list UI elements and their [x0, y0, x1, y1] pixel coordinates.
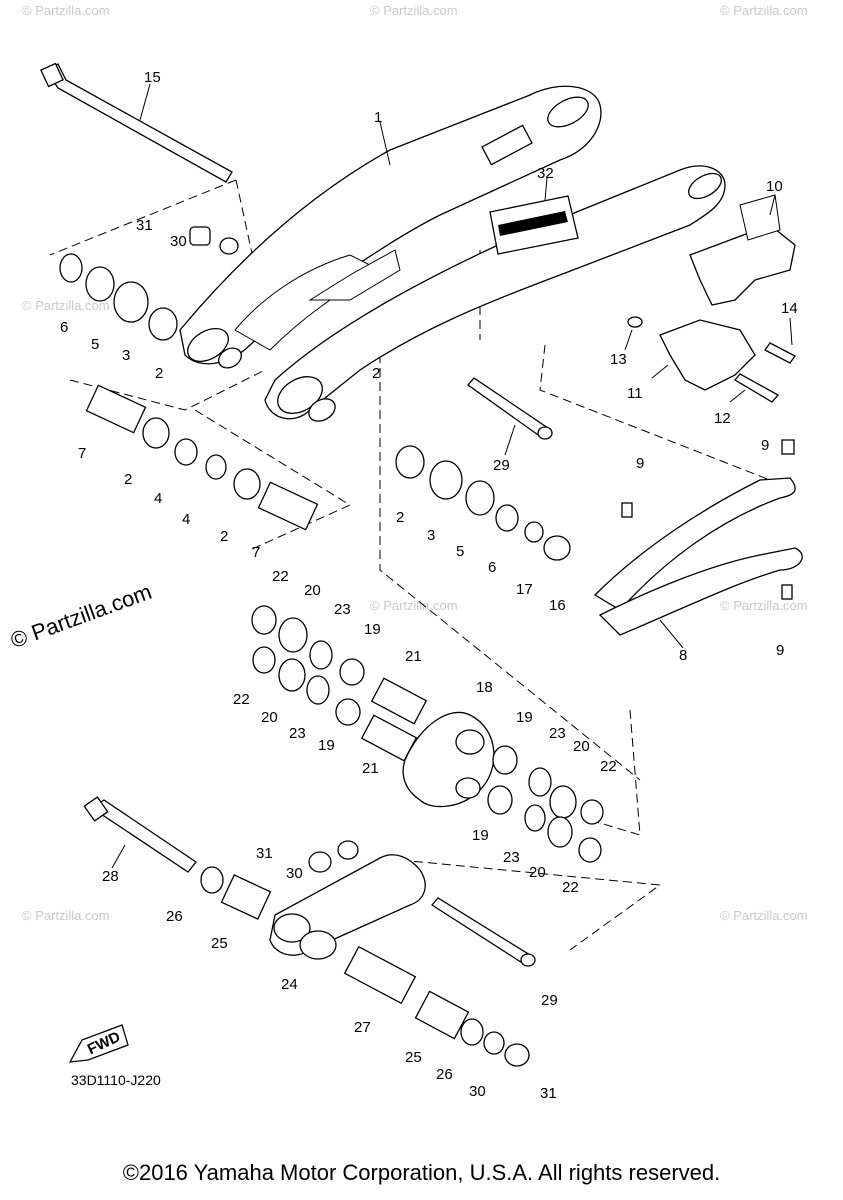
callout-2: 2 — [220, 528, 228, 545]
callout-12: 12 — [714, 410, 731, 427]
callout-6: 6 — [488, 559, 496, 576]
callout-22: 22 — [562, 879, 579, 896]
callout-30: 30 — [469, 1083, 486, 1100]
callout-31: 31 — [540, 1085, 557, 1102]
connecting-rod-hardware — [200, 840, 536, 1067]
callout-14: 14 — [781, 300, 798, 317]
swingarm-pivot-hardware-right — [395, 445, 571, 561]
callout-26: 26 — [166, 908, 183, 925]
callout-19: 19 — [318, 737, 335, 754]
watermark-text: © Partzilla.com — [720, 908, 808, 923]
callout-5: 5 — [456, 543, 464, 560]
callout-4: 4 — [182, 511, 190, 528]
watermark-text: © Partzilla.com — [22, 908, 110, 923]
callout-31: 31 — [256, 845, 273, 862]
callout-16: 16 — [549, 597, 566, 614]
callout-22: 22 — [600, 758, 617, 775]
part-29-bolt — [467, 377, 553, 456]
watermark-text: © Partzilla.com — [370, 3, 458, 18]
callout-5: 5 — [91, 336, 99, 353]
relay-arm-hardware — [251, 605, 604, 863]
part-11-chain-guide-bracket — [651, 319, 756, 391]
callout-31: 31 — [136, 217, 153, 234]
part-28-bolt — [83, 796, 197, 873]
part-12-bolt — [729, 373, 780, 403]
callout-30: 30 — [286, 865, 303, 882]
callout-23: 23 — [289, 725, 306, 742]
part-13-collar — [624, 316, 643, 351]
callout-labels: 1 2 2 2 2 2 3 3 4 4 5 5 6 6 7 7 8 9 9 9 … — [60, 69, 798, 1102]
part-8-chain-slider — [593, 477, 803, 649]
watermark-text: © Partzilla.com — [720, 3, 808, 18]
drawing-code: 33D1110-J220 — [71, 1072, 161, 1088]
callout-32: 32 — [537, 165, 554, 182]
callout-19: 19 — [516, 709, 533, 726]
watermark-text: © Partzilla.com — [22, 298, 110, 313]
part-14-bolt — [764, 317, 796, 364]
callout-30: 30 — [170, 233, 187, 250]
callout-20: 20 — [529, 864, 546, 881]
fwd-arrow-icon: FWD — [68, 1024, 129, 1063]
callout-2: 2 — [396, 509, 404, 526]
part-9-screw — [621, 439, 795, 600]
callout-22: 22 — [233, 691, 250, 708]
callout-9: 9 — [636, 455, 644, 472]
part-1-swingarm — [179, 85, 726, 422]
watermark-text: © Partzilla.com — [370, 598, 458, 613]
callout-25: 25 — [405, 1049, 422, 1066]
callout-6: 6 — [60, 319, 68, 336]
part-10-chain-guide — [689, 194, 796, 306]
callout-23: 23 — [549, 725, 566, 742]
callout-4: 4 — [154, 490, 162, 507]
callout-13: 13 — [610, 351, 627, 368]
callout-26: 26 — [436, 1066, 453, 1083]
callout-24: 24 — [281, 976, 298, 993]
callout-7: 7 — [252, 544, 260, 561]
callout-11: 11 — [627, 385, 643, 402]
callout-25: 25 — [211, 935, 228, 952]
callout-28: 28 — [102, 868, 119, 885]
callout-29: 29 — [493, 457, 510, 474]
callout-21: 21 — [405, 648, 422, 665]
callout-1: 1 — [374, 109, 382, 126]
callout-20: 20 — [304, 582, 321, 599]
callout-10: 10 — [766, 178, 783, 195]
callout-23: 23 — [503, 849, 520, 866]
callout-21: 21 — [362, 760, 379, 777]
watermark-text: © Partzilla.com — [720, 598, 808, 613]
callout-27: 27 — [354, 1019, 371, 1036]
callout-19: 19 — [472, 827, 489, 844]
callout-2: 2 — [155, 365, 163, 382]
callout-8: 8 — [679, 647, 687, 664]
callout-3: 3 — [122, 347, 130, 364]
callout-20: 20 — [573, 738, 590, 755]
swingarm-pivot-hardware-left — [59, 226, 319, 531]
watermark-text: © Partzilla.com — [22, 3, 110, 18]
callout-22: 22 — [272, 568, 289, 585]
callout-29: 29 — [541, 992, 558, 1009]
callout-7: 7 — [78, 445, 86, 462]
part-15-pivot-shaft — [40, 62, 233, 183]
callout-9: 9 — [761, 437, 769, 454]
callout-2: 2 — [124, 471, 132, 488]
callout-15: 15 — [144, 69, 161, 86]
callout-23: 23 — [334, 601, 351, 618]
callout-17: 17 — [516, 581, 533, 598]
watermark-layer: © Partzilla.com © Partzilla.com © Partzi… — [22, 3, 808, 923]
callout-9: 9 — [776, 642, 784, 659]
callout-3: 3 — [427, 527, 435, 544]
callout-18: 18 — [476, 679, 493, 696]
callout-19: 19 — [364, 621, 381, 638]
callout-20: 20 — [261, 709, 278, 726]
part-32-label — [489, 177, 579, 255]
callout-2: 2 — [372, 365, 380, 382]
copyright-notice: ©2016 Yamaha Motor Corporation, U.S.A. A… — [122, 1160, 721, 1185]
